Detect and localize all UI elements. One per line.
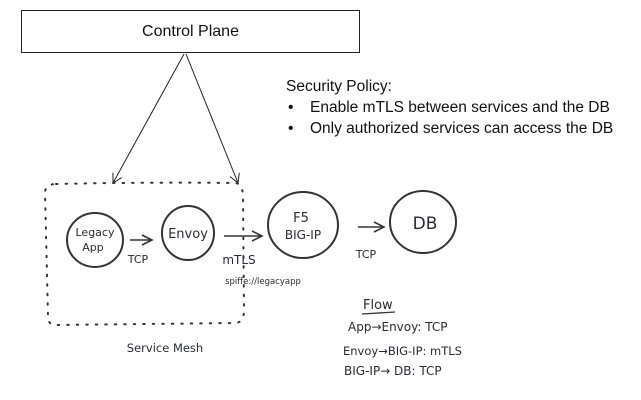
f5-db-protocol: TCP <box>355 248 377 261</box>
flow-title-underline <box>361 311 396 315</box>
node-envoy: Envoy <box>161 205 215 261</box>
legacy-app-line2: App <box>82 241 104 254</box>
envoy-f5-identity: spiffe://legacyapp <box>225 277 301 287</box>
control-to-f5-arrow <box>185 53 240 184</box>
control-plane-label: Control Plane <box>142 22 239 40</box>
flow-line: App→Envoy: TCP <box>348 320 447 334</box>
f5-line1: F5 <box>293 211 309 226</box>
envoy-label: Envoy <box>168 227 208 242</box>
node-legacy-app: Legacy App <box>66 212 124 268</box>
service-mesh-boundary <box>43 181 246 327</box>
security-policy-list: •Enable mTLS between services and the DB… <box>286 97 613 139</box>
security-policy-title: Security Policy: <box>286 78 392 95</box>
node-db: DB <box>389 190 457 254</box>
flow-legend: Flow App→Envoy: TCP Envoy→BIG-IP: mTLS B… <box>343 298 462 378</box>
policy-item: •Enable mTLS between services and the DB <box>288 99 610 116</box>
policy-item: •Only authorized services can access the… <box>288 120 614 137</box>
service-mesh-label: Service Mesh <box>127 341 203 355</box>
control-to-mesh-arrow <box>112 53 185 184</box>
flow-line: BIG-IP→ DB: TCP <box>344 364 442 378</box>
node-f5-big-ip: F5 BIG-IP <box>267 191 339 259</box>
app-envoy-protocol: TCP <box>127 253 149 266</box>
f5-line2: BIG-IP <box>285 228 321 242</box>
bullet-icon: • <box>288 120 294 137</box>
flow-title: Flow <box>363 298 393 313</box>
envoy-f5-protocol: mTLS <box>222 253 255 267</box>
db-label: DB <box>413 214 438 234</box>
security-policy: Security Policy: •Enable mTLS between se… <box>286 76 613 139</box>
control-plane-box: Control Plane <box>21 10 360 53</box>
flow-line: Envoy→BIG-IP: mTLS <box>343 344 462 358</box>
bullet-icon: • <box>288 99 294 116</box>
legacy-app-line1: Legacy <box>76 226 115 239</box>
